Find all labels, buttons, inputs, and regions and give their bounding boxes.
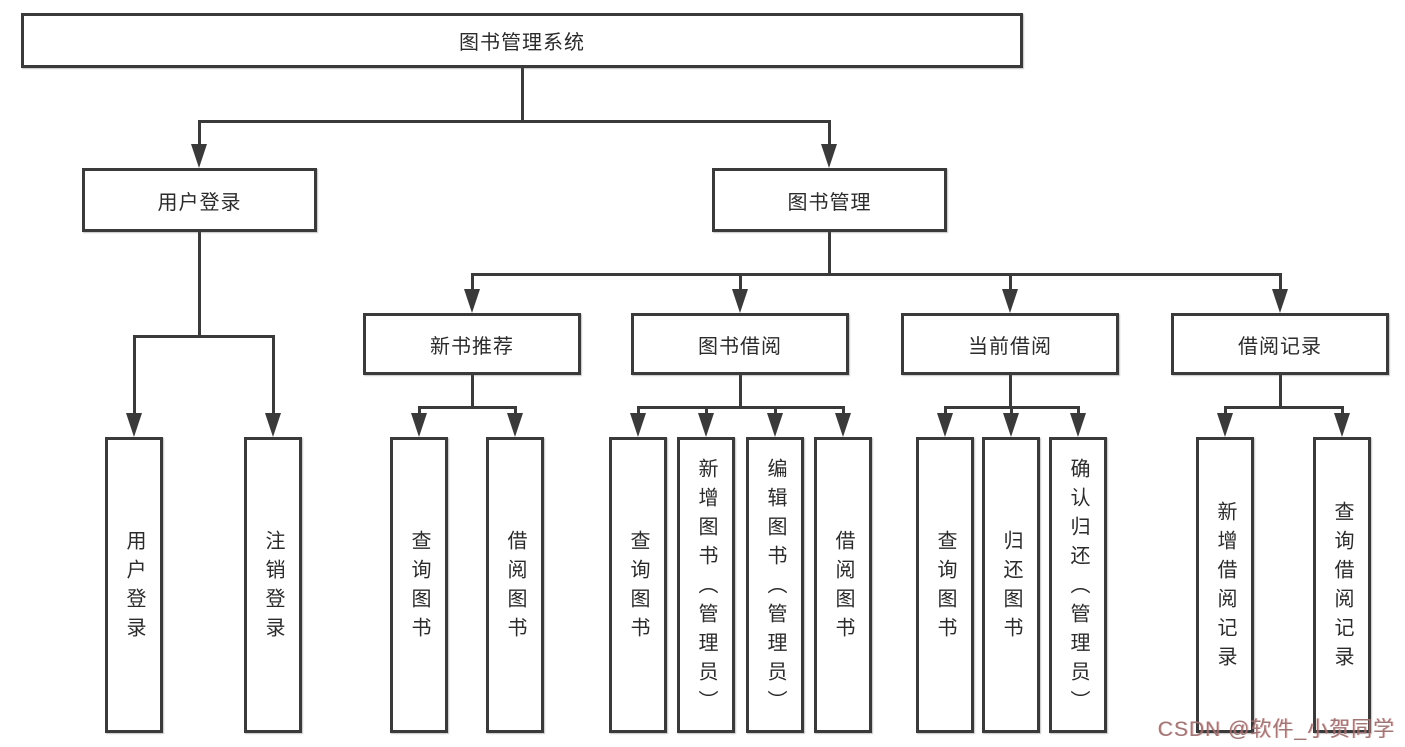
connector-line — [827, 120, 831, 146]
node-label: 编辑图书（管理员） — [764, 457, 786, 719]
arrowhead-icon — [630, 413, 646, 437]
node-user-login: 用户登录 — [82, 168, 317, 232]
node-leaf-add-book: 新增图书（管理员） — [677, 437, 735, 733]
arrowhead-icon — [265, 413, 281, 437]
node-label: 新增借阅记录 — [1214, 501, 1236, 675]
node-book-mgmt: 图书管理 — [712, 168, 947, 232]
connector-line — [827, 232, 831, 276]
node-leaf-edit-book: 编辑图书（管理员） — [746, 437, 804, 733]
arrowhead-icon — [767, 413, 783, 437]
connector-line — [738, 375, 742, 409]
node-leaf-query-books-2: 查询图书 — [609, 437, 667, 733]
arrowhead-icon — [1002, 289, 1018, 313]
arrowhead-icon — [732, 289, 748, 313]
connector-line — [704, 406, 708, 415]
node-new-book-rec: 新书推荐 — [363, 313, 581, 375]
node-label: 查询借阅记录 — [1331, 501, 1353, 675]
connector-line — [271, 335, 275, 415]
node-label: 新增图书（管理员） — [695, 457, 717, 719]
connector-line — [841, 406, 845, 415]
node-label: 图书管理 — [787, 191, 872, 214]
node-leaf-query-books-3: 查询图书 — [916, 437, 974, 733]
node-leaf-add-record: 新增借阅记录 — [1196, 437, 1254, 733]
arrowhead-icon — [821, 144, 837, 168]
node-root: 图书管理系统 — [21, 13, 1023, 68]
node-label: 用户登录 — [123, 530, 145, 646]
connector-line — [1278, 375, 1282, 409]
connector-line — [417, 406, 517, 409]
connector-line — [943, 406, 947, 415]
watermark: CSDN @软件_小贺同学 — [1157, 718, 1395, 741]
connector-line — [197, 120, 831, 123]
node-label: 新书推荐 — [430, 335, 514, 358]
connector-line — [470, 273, 474, 291]
node-label: 借阅记录 — [1238, 335, 1322, 358]
connector-line — [636, 406, 845, 409]
connector-line — [1278, 273, 1282, 291]
node-book-borrow: 图书借阅 — [631, 313, 849, 375]
node-label: 确认归还（管理员） — [1067, 457, 1089, 719]
arrowhead-icon — [835, 413, 851, 437]
node-label: 图书借阅 — [698, 335, 782, 358]
connector-line — [470, 273, 1282, 276]
node-label: 归还图书 — [1000, 530, 1022, 646]
connector-line — [520, 68, 524, 123]
connector-line — [773, 406, 777, 415]
connector-line — [197, 120, 201, 146]
node-leaf-return-book: 归还图书 — [982, 437, 1040, 733]
arrowhead-icon — [937, 413, 953, 437]
connector-line — [417, 406, 421, 415]
connector-line — [738, 273, 742, 291]
connector-line — [513, 406, 517, 415]
arrowhead-icon — [698, 413, 714, 437]
node-leaf-query-books-1: 查询图书 — [390, 437, 448, 733]
node-label: 注销登录 — [262, 530, 284, 646]
connector-line — [1223, 406, 1344, 409]
arrowhead-icon — [126, 413, 142, 437]
node-leaf-user-login: 用户登录 — [105, 437, 163, 733]
node-label: 查询图书 — [934, 530, 956, 646]
connector-line — [470, 375, 474, 409]
node-label: 借阅图书 — [504, 530, 526, 646]
node-label: 查询图书 — [408, 530, 430, 646]
connector-line — [1223, 406, 1227, 415]
connector-line — [1008, 273, 1012, 291]
arrowhead-icon — [1070, 413, 1086, 437]
node-label: 借阅图书 — [832, 530, 854, 646]
arrowhead-icon — [1272, 289, 1288, 313]
arrowhead-icon — [1003, 413, 1019, 437]
node-leaf-query-record: 查询借阅记录 — [1313, 437, 1371, 733]
connector-line — [1008, 375, 1012, 409]
node-borrow-record: 借阅记录 — [1171, 313, 1389, 375]
connector-line — [197, 232, 201, 338]
connector-line — [1076, 406, 1080, 415]
node-label: 查询图书 — [627, 530, 649, 646]
connector-line — [132, 335, 275, 338]
node-leaf-borrow-books-2: 借阅图书 — [814, 437, 872, 733]
arrowhead-icon — [1334, 413, 1350, 437]
node-current-borrow: 当前借阅 — [901, 313, 1119, 375]
node-leaf-logout: 注销登录 — [244, 437, 302, 733]
arrowhead-icon — [464, 289, 480, 313]
node-leaf-borrow-books-1: 借阅图书 — [486, 437, 544, 733]
connector-line — [1340, 406, 1344, 415]
node-leaf-confirm-return: 确认归还（管理员） — [1049, 437, 1107, 733]
arrowhead-icon — [191, 144, 207, 168]
connector-line — [636, 406, 640, 415]
arrowhead-icon — [507, 413, 523, 437]
node-label: 图书管理系统 — [459, 32, 585, 54]
arrowhead-icon — [411, 413, 427, 437]
connector-line — [132, 335, 136, 415]
arrowhead-icon — [1217, 413, 1233, 437]
node-label: 用户登录 — [157, 191, 242, 214]
connector-line — [1009, 406, 1013, 415]
node-label: 当前借阅 — [968, 335, 1052, 358]
